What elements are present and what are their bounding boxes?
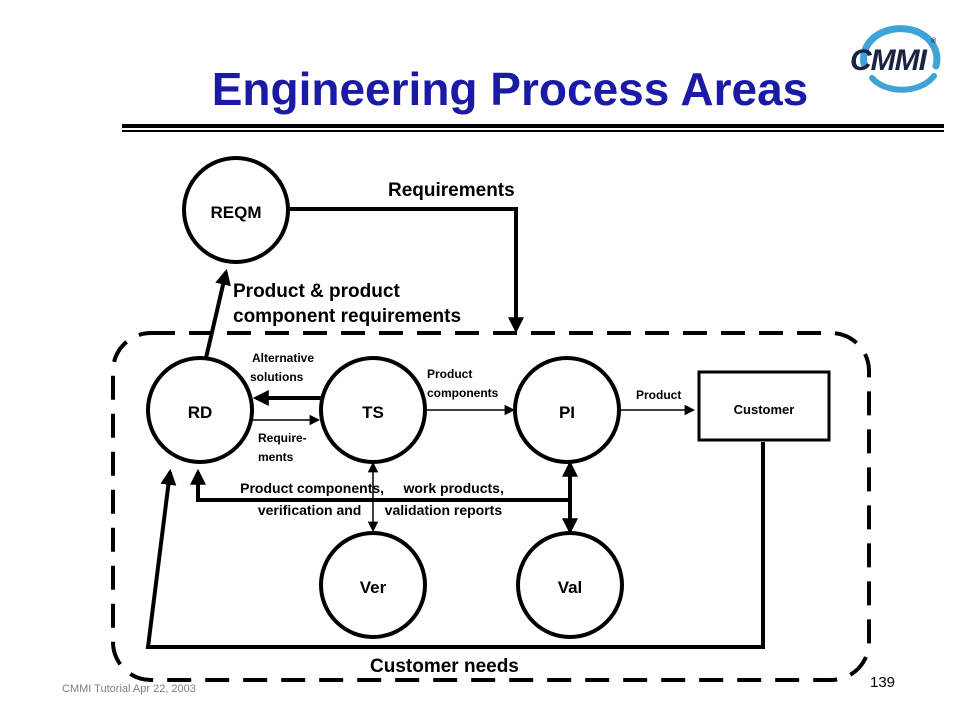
- product-components-line2: components: [427, 386, 499, 400]
- val-label: Val: [558, 578, 583, 597]
- val-node: [516, 531, 624, 639]
- alternative-solutions-line1: Alternative: [252, 351, 314, 365]
- customer-label: Customer: [734, 402, 795, 417]
- rd-to-reqm-arrow: [204, 268, 231, 359]
- cmmi-logo-text: CMMI: [850, 44, 927, 77]
- engineering-boundary: [111, 331, 871, 682]
- requirements-label: Requirements: [388, 180, 515, 201]
- product-label: Product: [636, 388, 681, 402]
- product-components-line1: Product: [427, 367, 472, 381]
- ts-node: [319, 356, 427, 464]
- trademark-mark: ®: [931, 38, 937, 45]
- requirements-small-line1: Require-: [258, 431, 307, 445]
- rd-node: [146, 356, 254, 464]
- ver-node: [319, 531, 427, 639]
- ts-label: TS: [362, 403, 384, 422]
- customer-node: [697, 370, 831, 442]
- reqm-node: [182, 156, 290, 264]
- footer-text: CMMI Tutorial Apr 22, 2003: [62, 683, 196, 695]
- customer-needs-connector: [145, 442, 765, 649]
- pi-label: PI: [559, 403, 575, 422]
- rd-label: RD: [188, 403, 213, 422]
- cmmi-logo-swoosh-icon: [860, 25, 941, 93]
- requirements-connector: [286, 207, 524, 334]
- requirements-small-line2: ments: [258, 450, 294, 464]
- work-products-line2: verification and validation reports: [258, 502, 502, 518]
- pi-node: [513, 356, 621, 464]
- customer-needs-label: Customer needs: [370, 656, 519, 677]
- alternative-solutions-line2: solutions: [250, 370, 304, 384]
- ver-label: Ver: [360, 578, 387, 597]
- product-reqs-label-line1: Product & product: [233, 281, 400, 302]
- title-rule-thin: [122, 130, 944, 132]
- feedback-to-rd-arrow: [190, 468, 568, 502]
- page-number: 139: [870, 674, 896, 691]
- slide-title: Engineering Process Areas: [211, 63, 809, 115]
- reqm-label: REQM: [211, 203, 262, 222]
- title-rule-thick: [122, 124, 944, 128]
- work-products-line1: Product components, work products,: [240, 480, 504, 496]
- product-reqs-label-line2: component requirements: [233, 306, 461, 327]
